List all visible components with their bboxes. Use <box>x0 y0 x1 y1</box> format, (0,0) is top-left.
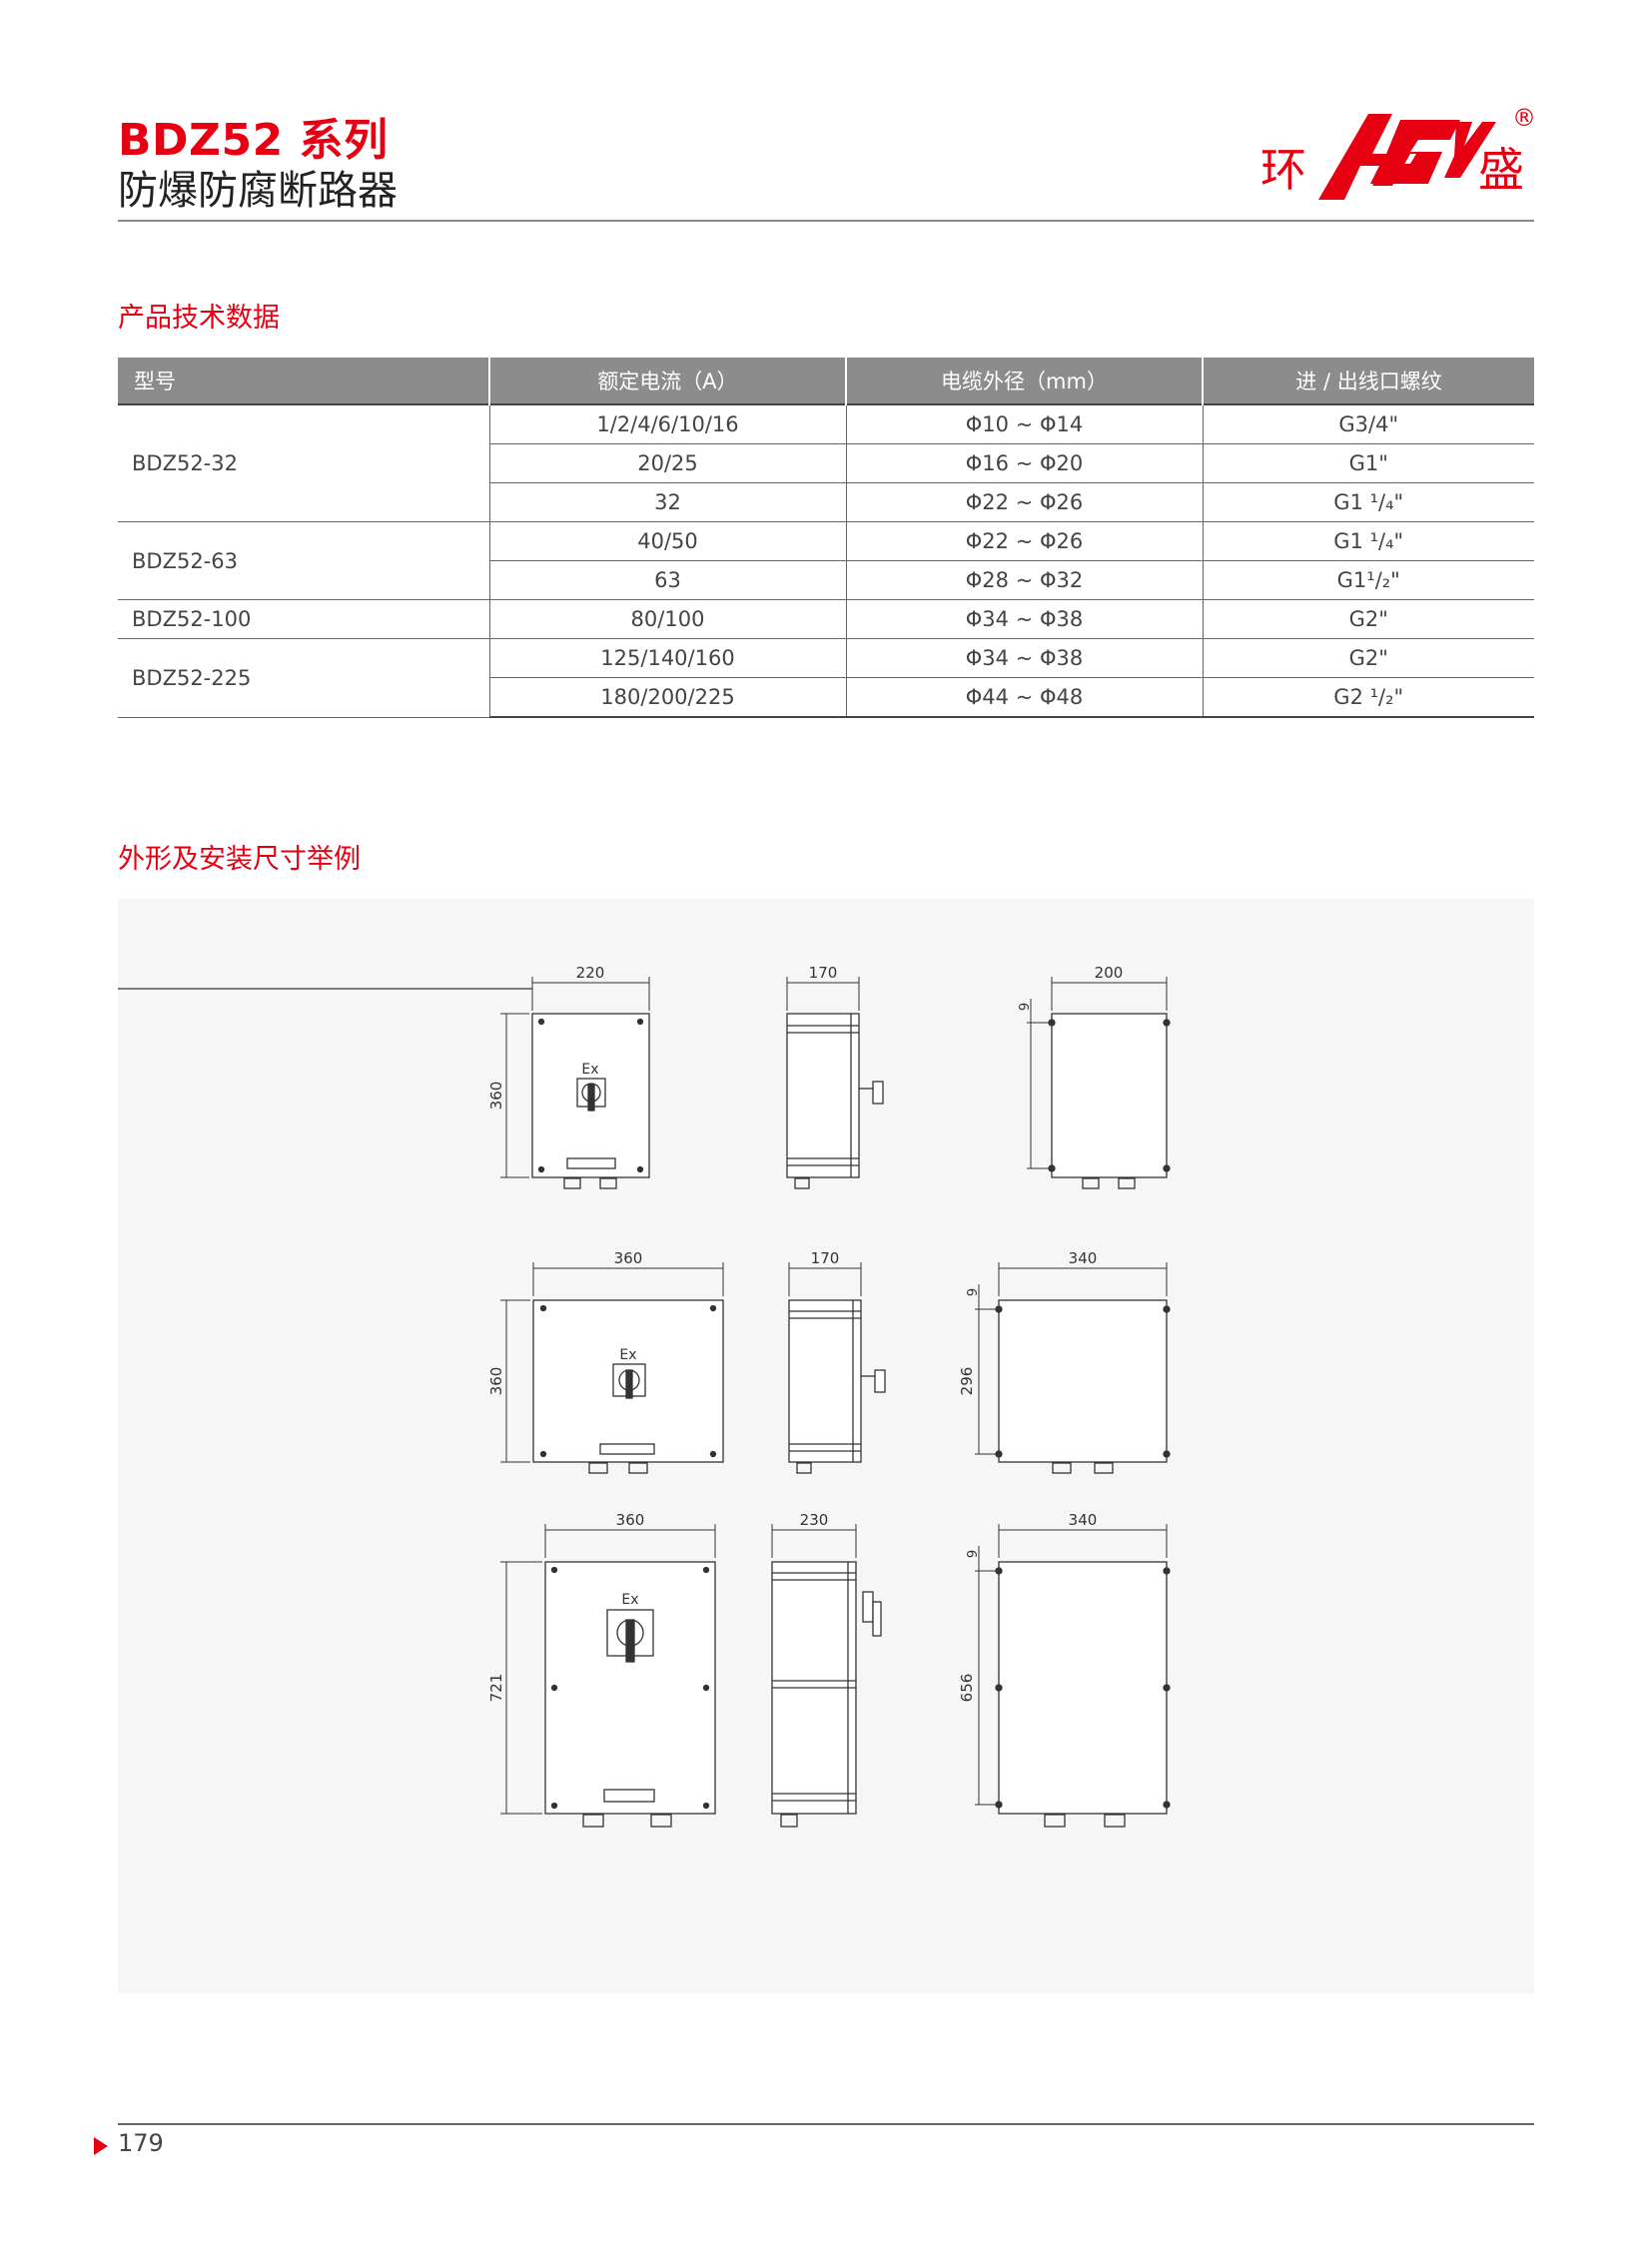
row1-front-dims: 220 360 <box>487 964 650 1178</box>
row3-rear-offset: 9 <box>966 1550 981 1558</box>
thread-cell: G1 ¹/₄" <box>1202 521 1534 561</box>
cable-cell: Φ22 ~ Φ26 <box>845 482 1203 522</box>
page-number: 179 <box>118 2129 164 2157</box>
cable-cell: Φ28 ~ Φ32 <box>845 560 1203 600</box>
table-header-row: 型号 额定电流（A） 电缆外径（mm） 进 / 出线口螺纹 <box>118 358 1534 404</box>
row2-rear-height: 296 <box>958 1367 976 1396</box>
row1-side-view <box>786 1013 884 1189</box>
current-cell: 32 <box>488 482 846 522</box>
row3-front-height: 721 <box>487 1674 505 1703</box>
row1-front-height: 360 <box>487 1082 505 1111</box>
table-row: 180/200/225 Φ44 ~ Φ48 G2 ¹/₂" <box>118 677 1534 718</box>
current-cell: 40/50 <box>488 521 846 561</box>
ex-label: Ex <box>581 1062 598 1078</box>
row1-front-view: Ex <box>118 988 650 1189</box>
thread-cell: G1" <box>1202 443 1534 483</box>
row1-front-width: 220 <box>576 964 605 982</box>
table-row: BDZ52-225 125/140/160 Φ34 ~ Φ38 G2" <box>118 638 1534 718</box>
ex-label: Ex <box>619 1347 636 1363</box>
row2-side-width: 170 <box>811 1249 840 1267</box>
model-cell: BDZ52-63 <box>118 521 489 600</box>
row3-front-width: 360 <box>616 1511 645 1529</box>
cable-cell: Φ10 ~ Φ14 <box>845 403 1203 444</box>
current-cell: 80/100 <box>488 599 846 639</box>
table-row: 32 Φ22 ~ Φ26 G1 ¹/₄" <box>118 482 1534 522</box>
table-row: 63 Φ28 ~ Φ32 G1¹/₂" <box>118 560 1534 600</box>
thread-cell: G2" <box>1202 599 1534 639</box>
brand-right-char: 盛 <box>1478 143 1524 197</box>
row2-rear-width: 340 <box>1069 1249 1098 1267</box>
table-row: 20/25 Φ16 ~ Φ20 G1" <box>118 443 1534 483</box>
row3-side-view <box>771 1561 882 1828</box>
cable-cell: Φ22 ~ Φ26 <box>845 521 1203 561</box>
brand-logo: 环 盛 ® <box>1260 104 1536 200</box>
brand-left-char: 环 <box>1260 143 1306 197</box>
tech-data-title: 产品技术数据 <box>118 303 280 334</box>
product-subtitle: 防爆防腐断路器 <box>118 168 398 214</box>
current-cell: 20/25 <box>488 443 846 483</box>
series-title: BDZ52 系列 <box>118 115 389 166</box>
row3-rear-dims: 340 9 656 <box>958 1511 1168 1806</box>
current-cell: 63 <box>488 560 846 600</box>
header-divider <box>118 220 1534 222</box>
cable-cell: Φ44 ~ Φ48 <box>845 677 1203 718</box>
header-model: 型号 <box>118 358 489 404</box>
row1-rear-dims: 200 9 <box>1018 964 1168 1169</box>
current-cell: 180/200/225 <box>488 677 846 718</box>
row1-rear-offset: 9 <box>1018 1003 1033 1011</box>
thread-cell: G2 ¹/₂" <box>1202 677 1534 718</box>
row3-rear-width: 340 <box>1069 1511 1098 1529</box>
thread-cell: G2" <box>1202 638 1534 678</box>
row2-front-dims: 360 360 <box>487 1249 724 1463</box>
side-handle-icon <box>874 1369 886 1393</box>
row2-rear-dims: 340 9 296 <box>958 1249 1168 1455</box>
model-cell: BDZ52-100 <box>118 599 489 639</box>
row3-rear-height: 656 <box>958 1674 976 1703</box>
table-row: BDZ52-63 40/50 Φ22 ~ Φ26 G1 ¹/₄" <box>118 521 1534 600</box>
row3-front-view: Ex <box>544 1561 716 1828</box>
dimension-drawings: Ex 220 360 170 200 <box>118 964 1171 1828</box>
logo-mark-s <box>1370 120 1460 184</box>
model-cell: BDZ52-32 <box>118 403 489 522</box>
cable-cell: Φ34 ~ Φ38 <box>845 638 1203 678</box>
page-arrow-icon <box>94 2137 108 2155</box>
header-thread: 进 / 出线口螺纹 <box>1202 358 1534 404</box>
row2-front-height: 360 <box>487 1367 505 1396</box>
ex-label: Ex <box>621 1592 638 1608</box>
side-handle-icon <box>872 1081 884 1105</box>
logo-mark-a <box>1318 114 1410 200</box>
row3-rear-view <box>995 1561 1171 1828</box>
footer-divider <box>118 2123 1534 2125</box>
row2-rear-view <box>995 1299 1171 1474</box>
row2-side-view <box>788 1299 886 1474</box>
header-cable: 电缆外径（mm） <box>845 358 1203 404</box>
logo-mark-y <box>1444 122 1496 178</box>
table-row: BDZ52-32 1/2/4/6/10/16 Φ10 ~ Φ14 G3/4" <box>118 403 1534 522</box>
table-row: BDZ52-100 80/100 Φ34 ~ Φ38 G2" <box>118 599 1534 639</box>
thread-cell: G1¹/₂" <box>1202 560 1534 600</box>
model-cell: BDZ52-225 <box>118 638 489 718</box>
side-handle-icon <box>862 1591 874 1623</box>
registered-mark: ® <box>1512 104 1536 132</box>
row1-rear-view <box>1048 1013 1171 1189</box>
spec-table: 型号 额定电流（A） 电缆外径（mm） 进 / 出线口螺纹 BDZ52-32 1… <box>118 358 1534 718</box>
row2-rear-offset: 9 <box>966 1288 981 1296</box>
row2-front-width: 360 <box>614 1249 643 1267</box>
row1-side-dims: 170 <box>786 964 860 1011</box>
row3-side-width: 230 <box>800 1511 829 1529</box>
header-current: 额定电流（A） <box>488 358 846 404</box>
thread-cell: G1 ¹/₄" <box>1202 482 1534 522</box>
row3-front-dims: 360 721 <box>487 1511 716 1815</box>
current-cell: 1/2/4/6/10/16 <box>488 403 846 444</box>
row3-side-dims: 230 <box>771 1511 857 1558</box>
row1-rear-width: 200 <box>1095 964 1124 982</box>
row2-side-dims: 170 <box>788 1249 862 1296</box>
row1-side-width: 170 <box>809 964 838 982</box>
cable-cell: Φ34 ~ Φ38 <box>845 599 1203 639</box>
thread-cell: G3/4" <box>1202 403 1534 444</box>
row2-front-view: Ex <box>532 1299 724 1474</box>
drawing-title: 外形及安装尺寸举例 <box>118 844 361 875</box>
cable-cell: Φ16 ~ Φ20 <box>845 443 1203 483</box>
current-cell: 125/140/160 <box>488 638 846 678</box>
